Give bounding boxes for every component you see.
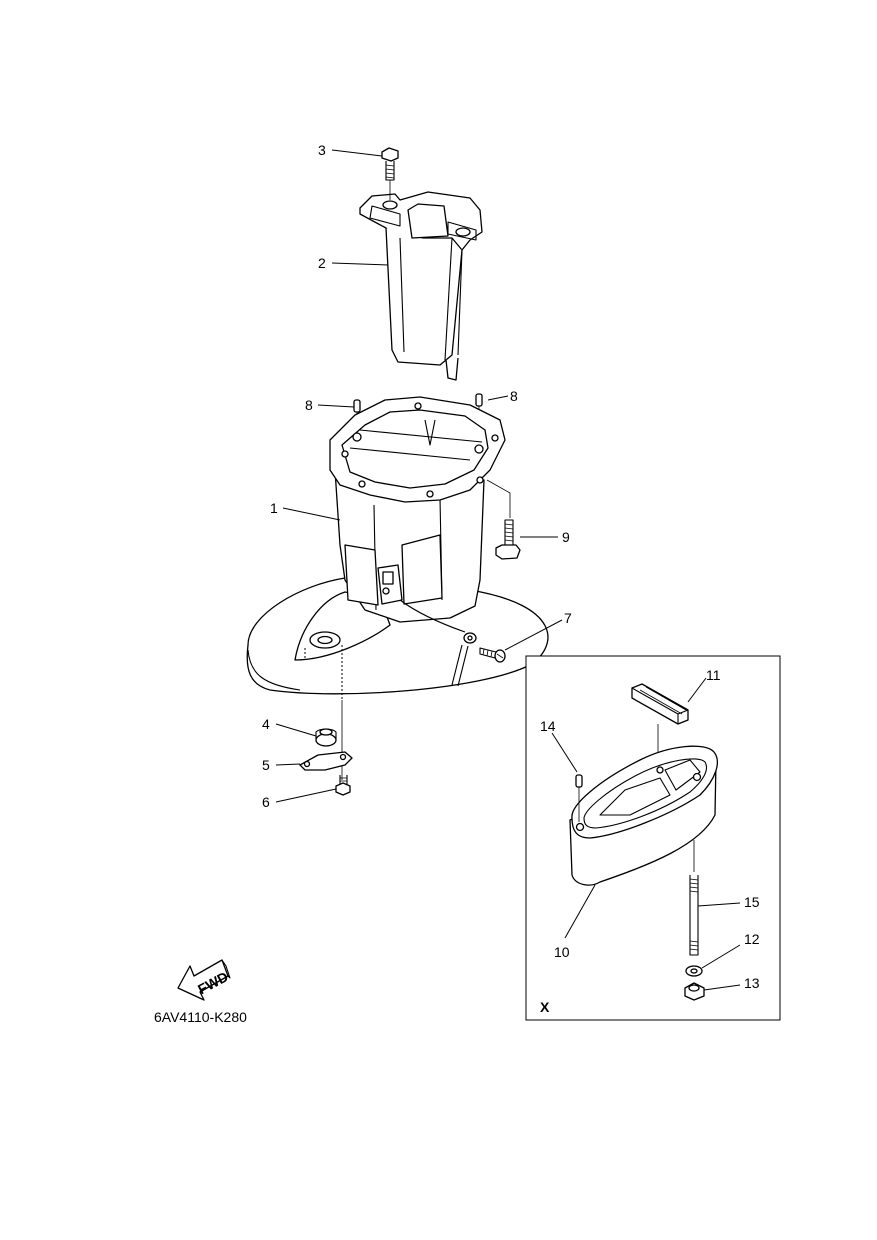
detail-x-box: X: [525, 655, 781, 1021]
callout-14: 14: [540, 718, 556, 734]
callout-5: 5: [262, 757, 270, 773]
part-10-spacer: [569, 745, 718, 886]
callout-numbers: 3 2 8 8 1 9 7 4 5 6 11 14 10 15 12 13: [262, 142, 760, 991]
callout-1: 1: [270, 500, 278, 516]
part-5-plate: [299, 751, 353, 771]
callout-4: 4: [262, 716, 270, 732]
part-13-nut: [684, 982, 705, 1001]
fwd-arrow: FWD: [177, 959, 231, 1001]
detail-label: X: [540, 999, 550, 1015]
callout-8-right: 8: [510, 388, 518, 404]
part-14-dowel: [575, 774, 583, 822]
part-4-grommet: [315, 728, 337, 747]
part-11-seal: [631, 683, 689, 752]
callout-15: 15: [744, 894, 760, 910]
part-9-bolt: [486, 479, 521, 560]
drawing-code: 6AV4110-K280: [154, 1009, 247, 1025]
part-15-stud: [689, 840, 699, 956]
part-6-bolt: [335, 775, 351, 796]
callout-11: 11: [706, 667, 721, 683]
callout-13: 13: [744, 975, 760, 991]
part-1-upper-casing: [246, 396, 549, 780]
part-3-bolt: [381, 147, 399, 200]
callout-7: 7: [564, 610, 572, 626]
callout-6: 6: [262, 794, 270, 810]
part-2-exhaust-guide: [359, 191, 483, 381]
callout-3: 3: [318, 142, 326, 158]
part-7-screw: [479, 647, 506, 663]
callout-10: 10: [554, 944, 570, 960]
callout-8-left: 8: [305, 397, 313, 413]
callout-9: 9: [562, 529, 570, 545]
part-12-washer: [685, 965, 703, 977]
callout-2: 2: [318, 255, 326, 271]
callout-12: 12: [744, 931, 760, 947]
leader-lines: [275, 149, 741, 991]
